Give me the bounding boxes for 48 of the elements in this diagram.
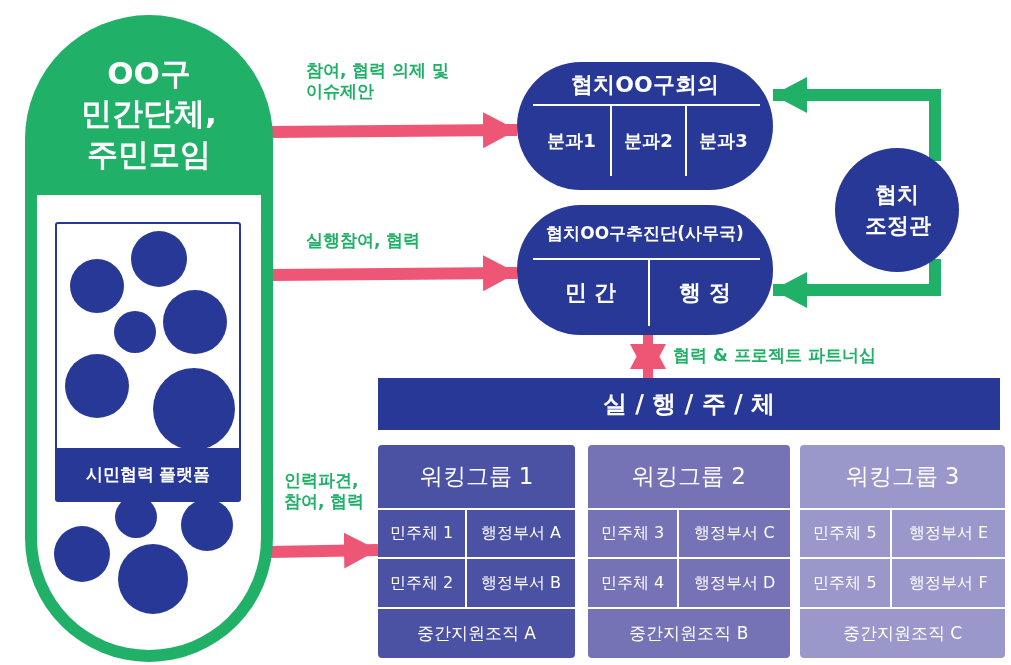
cell-text: 중간지원조직 C — [842, 622, 963, 645]
arrow — [630, 335, 666, 378]
arrow — [773, 77, 941, 161]
cell-text: 중간지원조직 A — [416, 622, 536, 645]
table-cell — [610, 104, 685, 176]
group-box — [378, 445, 575, 658]
banner-text: 실 / 행 / 주 / 체 — [601, 389, 777, 420]
cell-text: 민주체 5 — [813, 523, 877, 544]
table-cell — [465, 508, 575, 557]
platform-box — [55, 222, 241, 502]
cell-text: 행정부서 B — [480, 572, 562, 594]
cell-text: 행 정 — [679, 279, 731, 307]
cell-text: 민주체 1 — [389, 523, 454, 544]
group-box — [588, 445, 790, 658]
cell-text: 행정부서 D — [693, 572, 776, 594]
cell-text: 분과1 — [547, 129, 596, 153]
cell-text: 행정부서 E — [908, 523, 989, 544]
edge-label: 협력 & 프로젝트 파트너십 — [673, 345, 876, 367]
table-cell — [890, 557, 1005, 607]
table-cell — [685, 104, 760, 176]
arrow — [773, 259, 941, 308]
cell-text: 민주체 2 — [389, 572, 454, 594]
table-cell — [648, 258, 760, 326]
group-title: 워킹그룹 1 — [418, 462, 535, 491]
cell-text: 분과2 — [624, 129, 673, 153]
heading-text: OO구 민간단체, 주민모임 — [80, 54, 218, 174]
cell-text: 민주체 5 — [813, 572, 877, 594]
cell-text: 민주체 3 — [600, 523, 665, 544]
group-title: 워킹그룹 2 — [631, 462, 747, 491]
group-box — [800, 445, 1005, 658]
cell-text: 분과3 — [699, 129, 748, 153]
cell-text: 민 간 — [564, 279, 617, 307]
banner-bar — [378, 378, 1000, 430]
cell-text: 중간지원조직 B — [629, 622, 749, 645]
cell-text: 행정부서 C — [694, 523, 775, 544]
table-cell — [677, 508, 790, 557]
cell-text: 행정부서 F — [909, 572, 988, 594]
cell-text: 행정부서 A — [481, 523, 561, 544]
cell-text: 민주체 4 — [600, 572, 665, 594]
table-cell — [890, 508, 1005, 557]
edge-label: 실행참여, 협력 — [306, 230, 421, 252]
box-title: 협치OO구추진단(사무국) — [545, 222, 745, 245]
circle-label: 협치 조정관 — [865, 181, 929, 240]
table-cell — [677, 557, 790, 607]
box-title: 협치OO구회의 — [570, 71, 720, 99]
platform-label: 시민협력 플랫폼 — [57, 448, 239, 500]
group-title: 워킹그룹 3 — [844, 462, 961, 491]
table-cell — [465, 557, 575, 607]
